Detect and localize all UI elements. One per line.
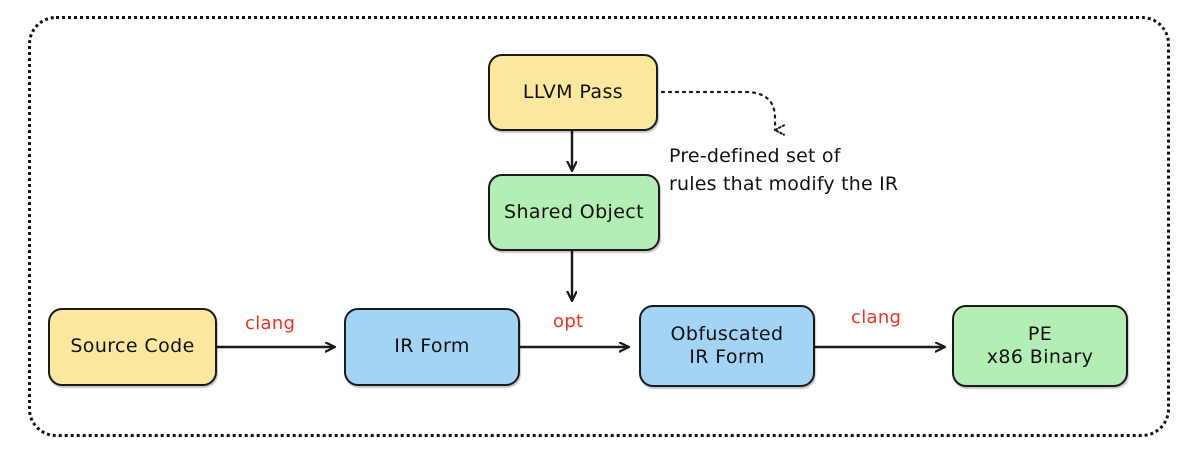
node-ir-form-label: IR Form [394,335,470,358]
node-obfuscated-ir-form-label: Obfuscated IR Form [670,322,784,368]
edge-label-opt: opt [553,311,584,332]
edge-label-clang-obfuscated-to-pe: clang [851,307,902,328]
annotation-predefined-rules: Pre-defined set of rules that modify the… [669,145,899,195]
node-llvm-pass[interactable]: LLVM Pass [488,54,658,131]
node-source-code-label: Source Code [70,335,195,358]
node-shared-object-label: Shared Object [503,200,644,223]
node-ir-form[interactable]: IR Form [344,308,520,386]
node-obfuscated-ir-form[interactable]: Obfuscated IR Form [639,305,815,387]
node-pe-x86-binary-label: PE x86 Binary [986,322,1094,368]
node-source-code[interactable]: Source Code [48,308,217,386]
node-llvm-pass-label: LLVM Pass [522,80,624,103]
outer-dotted-frame [28,16,1170,437]
node-pe-x86-binary[interactable]: PE x86 Binary [952,305,1128,387]
node-shared-object[interactable]: Shared Object [488,174,660,251]
edge-label-clang-source-to-ir: clang [245,313,296,334]
